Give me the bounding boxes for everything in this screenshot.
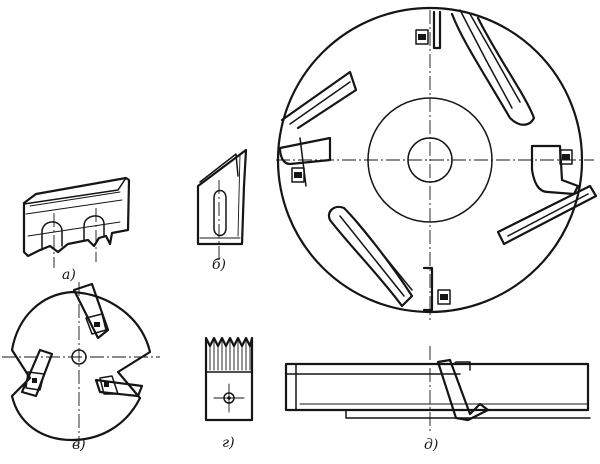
caption-b: б): [212, 257, 227, 273]
part-a-knife-blade: [22, 176, 131, 268]
part-g-serrated-plate: [204, 336, 254, 422]
part-b-straight-knife: [196, 148, 248, 260]
part-d-side-view: [284, 346, 591, 432]
bore: [407, 137, 453, 183]
hub-ring: [367, 97, 493, 223]
caption-v: в): [72, 437, 86, 453]
cutter-body-outline: [276, 6, 584, 314]
caption-a: а): [62, 267, 76, 283]
part-d-main-cutter: [276, 6, 598, 320]
caption-g: г): [222, 435, 235, 451]
part-v-small-cutter: [2, 282, 160, 444]
caption-d: д): [424, 437, 439, 453]
